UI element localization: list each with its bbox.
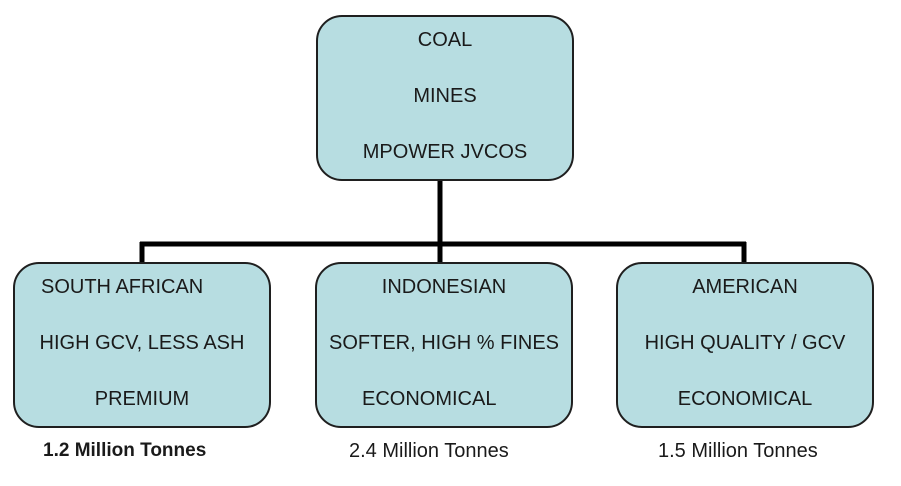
american-line-3: ECONOMICAL (677, 388, 813, 410)
american-line-2: HIGH QUALITY / GCV (644, 332, 846, 354)
south-african-line-3: PREMIUM (94, 388, 190, 410)
child-node-american: AMERICAN HIGH QUALITY / GCV ECONOMICAL (616, 262, 874, 428)
american-line-1: AMERICAN (692, 276, 798, 298)
indonesian-line-2: SOFTER, HIGH % FINES (328, 332, 560, 354)
indonesian-line-1: INDONESIAN (381, 276, 507, 298)
south-african-line-2: HIGH GCV, LESS ASH (39, 332, 245, 354)
south-african-line-1: SOUTH AFRICAN (41, 276, 204, 298)
child-node-south-african: SOUTH AFRICAN HIGH GCV, LESS ASH PREMIUM (13, 262, 271, 428)
south-african-tonnage: 1.2 Million Tonnes (43, 440, 207, 461)
root-node-coal-mines: COAL MINES MPOWER JVCOS (316, 15, 574, 181)
american-tonnage: 1.5 Million Tonnes (658, 440, 818, 462)
root-line-3: MPOWER JVCOS (362, 141, 528, 163)
indonesian-line-3: ECONOMICAL (362, 388, 497, 410)
child-node-indonesian: INDONESIAN SOFTER, HIGH % FINES ECONOMIC… (315, 262, 573, 428)
indonesian-tonnage: 2.4 Million Tonnes (349, 440, 509, 462)
root-line-2: MINES (413, 85, 477, 107)
root-line-1: COAL (417, 29, 473, 51)
